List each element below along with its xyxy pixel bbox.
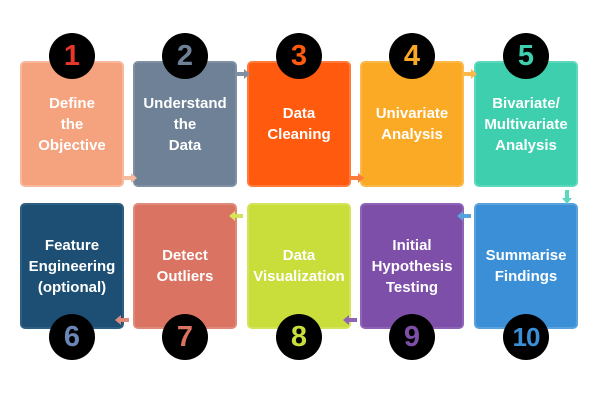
step-8-label: Data Visualization (253, 247, 345, 285)
step-1-number-badge: 1 (49, 33, 95, 79)
step-6-number-badge: 6 (49, 314, 95, 360)
step-5-box: Bivariate/ Multivariate Analysis (474, 61, 578, 187)
step-5-label: Bivariate/ Multivariate Analysis (484, 94, 568, 154)
flow-arrow-icon (123, 173, 137, 183)
step-2-label: Understand the Data (143, 94, 227, 154)
step-3-box: Data Cleaning (247, 61, 351, 187)
step-10-number-badge: 10 (503, 314, 549, 360)
step-4-label: Univariate Analysis (375, 105, 449, 143)
step-4-number-badge: 4 (389, 33, 435, 79)
flow-arrow-icon (236, 69, 250, 79)
step-2-box: Understand the Data (133, 61, 237, 187)
step-9-box: Initial Hypothesis Testing (360, 203, 464, 329)
step-3-number-badge: 3 (276, 33, 322, 79)
flow-arrow-icon (115, 315, 129, 325)
step-9-label: Initial Hypothesis Testing (371, 236, 453, 296)
step-5-number-badge: 5 (503, 33, 549, 79)
step-7-box: Detect Outliers (133, 203, 237, 329)
flow-arrow-icon (457, 211, 471, 221)
step-4-box: Univariate Analysis (360, 61, 464, 187)
step-2-number-badge: 2 (162, 33, 208, 79)
step-8-number-badge: 8 (276, 314, 322, 360)
step-1-label: Define the Objective (38, 94, 106, 154)
step-3-label: Data Cleaning (267, 105, 331, 143)
flow-arrow-icon (229, 211, 243, 221)
step-6-box: Feature Engineering (optional) (20, 203, 124, 329)
step-10-label: Summarise Findings (485, 247, 567, 285)
step-6-label: Feature Engineering (optional) (28, 236, 116, 296)
step-8-box: Data Visualization (247, 203, 351, 329)
flow-arrow-icon (343, 315, 357, 325)
flow-arrow-icon (350, 173, 364, 183)
step-9-number-badge: 9 (389, 314, 435, 360)
step-1-box: Define the Objective (20, 61, 124, 187)
step-10-box: Summarise Findings (474, 203, 578, 329)
flow-arrow-icon (463, 69, 477, 79)
step-7-number-badge: 7 (162, 314, 208, 360)
flow-arrow-icon (562, 190, 572, 204)
step-7-label: Detect Outliers (156, 247, 214, 285)
